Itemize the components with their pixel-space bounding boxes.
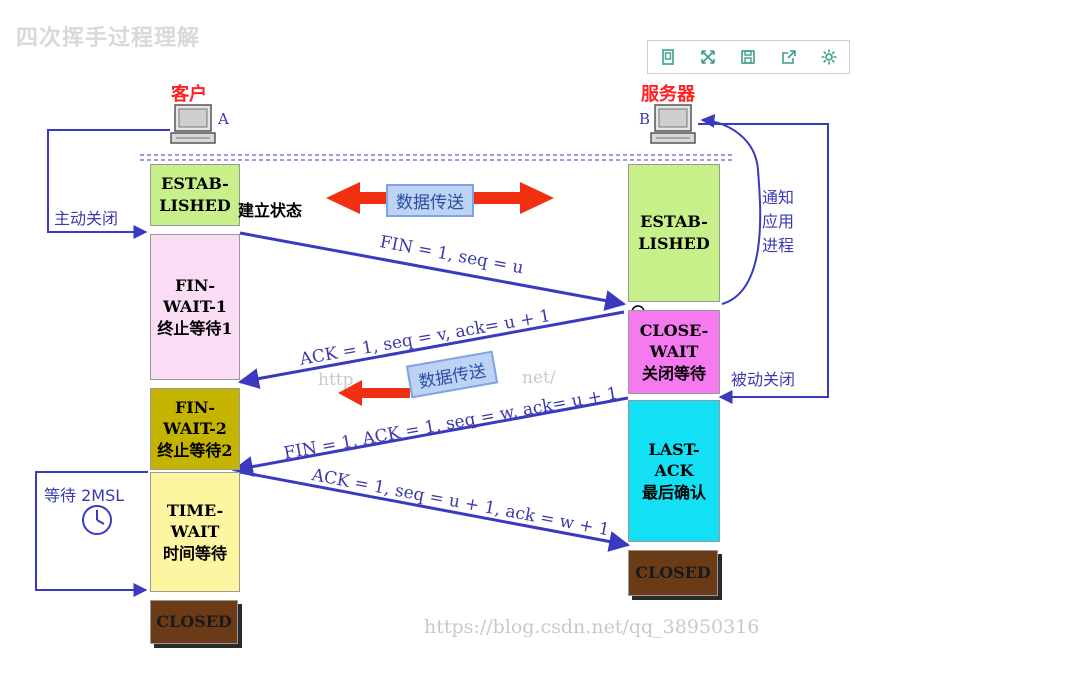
client-letter: A: [218, 110, 229, 128]
save-icon[interactable]: [736, 45, 760, 69]
page-title: 四次挥手过程理解: [16, 26, 201, 51]
client-state-established-text: ESTAB- LISHED: [159, 174, 231, 215]
client-state-time-wait-text: TIME-WAIT 时间等待: [162, 500, 227, 563]
client-state-time-wait: TIME-WAIT 时间等待: [150, 472, 240, 592]
client-state-fin-wait-1: FIN-WAIT-1 终止等待1: [150, 234, 240, 380]
wait-2msl-label: 等待 2MSL: [44, 486, 125, 505]
server-state-established-text: ESTAB- LISHED: [638, 212, 710, 253]
data-transfer-tag-1: 数据传送: [386, 184, 474, 217]
client-state-closed-text: CLOSED: [156, 612, 232, 632]
active-close-arrow: [47, 129, 170, 239]
client-role-label: 客户: [171, 84, 207, 105]
server-state-last-ack-text: LAST-ACK 最后确认: [641, 439, 706, 502]
client-state-closed: CLOSED: [150, 600, 238, 644]
passive-close-label: 被动关闭: [731, 370, 796, 389]
data-transfer-left-arrow: [338, 380, 410, 406]
server-state-closed-text: CLOSED: [635, 563, 711, 583]
clock-icon: [82, 505, 112, 535]
server-computer-icon: [650, 104, 696, 144]
passive-close-arrow: [698, 123, 829, 404]
client-state-fin-wait-2: FIN-WAIT-2 终止等待2: [150, 388, 240, 470]
server-state-established: ESTAB- LISHED: [628, 164, 720, 302]
msg-arrow-fin-1: [239, 231, 627, 311]
wait-2msl-arrow: [35, 471, 148, 597]
image-toolbar: [647, 40, 850, 74]
msg-arrow-ack-2: [239, 470, 631, 552]
server-letter: B: [639, 110, 651, 128]
gear-icon[interactable]: [817, 45, 841, 69]
watermark: https://blog.csdn.net/qq_38950316: [424, 616, 760, 638]
client-state-fin-wait-1-text: FIN-WAIT-1 终止等待1: [157, 275, 233, 338]
server-state-close-wait-text: CLOSE-WAIT 关闭等待: [639, 320, 709, 383]
notify-app-arrow: [700, 113, 762, 305]
msg-arrow-fin-2: [231, 396, 629, 477]
fullscreen-icon[interactable]: [696, 45, 720, 69]
active-close-label: 主动关闭: [54, 209, 119, 228]
msg-arrow-ack-1: [237, 310, 625, 389]
client-computer-icon: [170, 104, 216, 144]
server-state-last-ack: LAST-ACK 最后确认: [628, 400, 720, 542]
watermark-faint-2: net/: [522, 368, 556, 388]
watermark-faint: http: [318, 370, 354, 390]
server-state-closed: CLOSED: [628, 550, 718, 596]
client-state-fin-wait-2-text: FIN-WAIT-2 终止等待2: [157, 397, 233, 460]
share-icon[interactable]: [777, 45, 801, 69]
notify-app-label: 通知 应用 进程: [762, 188, 795, 255]
server-role-label: 服务器: [641, 84, 695, 105]
client-state-established: ESTAB- LISHED: [150, 164, 240, 226]
clipboard-icon[interactable]: [656, 45, 680, 69]
established-note: 建立状态: [238, 201, 303, 220]
server-state-close-wait: CLOSE-WAIT 关闭等待: [628, 310, 720, 394]
